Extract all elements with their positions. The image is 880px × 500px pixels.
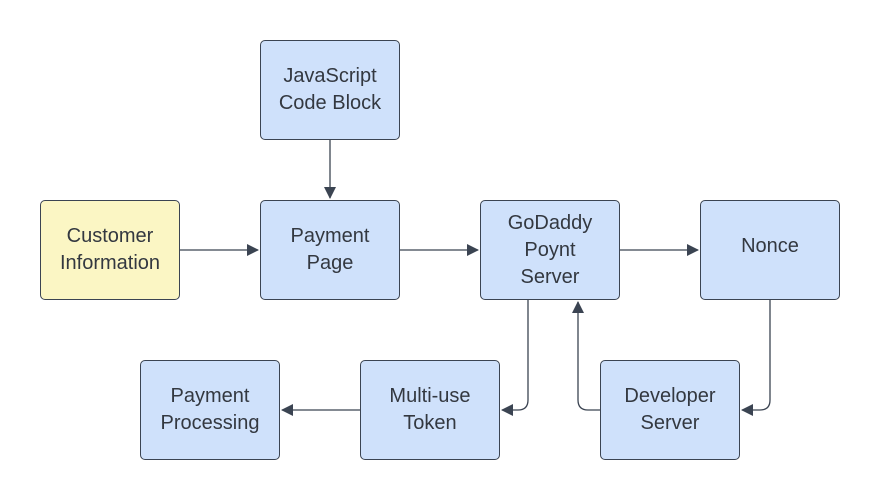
node-label: GoDaddy Poynt Server — [507, 211, 593, 288]
node-developer-server[interactable]: Developer Server — [600, 360, 740, 460]
node-label: Customer Information — [59, 225, 161, 274]
node-payment-processing[interactable]: Payment Processing — [140, 360, 280, 460]
node-label: Payment Page — [290, 225, 370, 274]
node-multi-use-token[interactable]: Multi-use Token — [360, 360, 500, 460]
node-label: JavaScript Code Block — [278, 65, 382, 114]
node-payment-page[interactable]: Payment Page — [260, 200, 400, 300]
node-nonce[interactable]: Nonce — [700, 200, 840, 300]
node-label: Multi-use Token — [389, 385, 471, 434]
connector-nonce-to-developer-server — [741, 300, 771, 416]
connector-poynt-to-multi-use-token — [501, 300, 529, 416]
node-label: Payment Processing — [160, 385, 260, 434]
node-customer-information[interactable]: Customer Information — [40, 200, 180, 300]
node-label: Nonce — [741, 235, 799, 257]
node-label: Developer Server — [624, 385, 716, 434]
node-godaddy-poynt-server[interactable]: GoDaddy Poynt Server — [480, 200, 620, 300]
connector-developer-server-to-poynt — [572, 301, 600, 411]
node-javascript-code-block[interactable]: JavaScript Code Block — [260, 40, 400, 140]
